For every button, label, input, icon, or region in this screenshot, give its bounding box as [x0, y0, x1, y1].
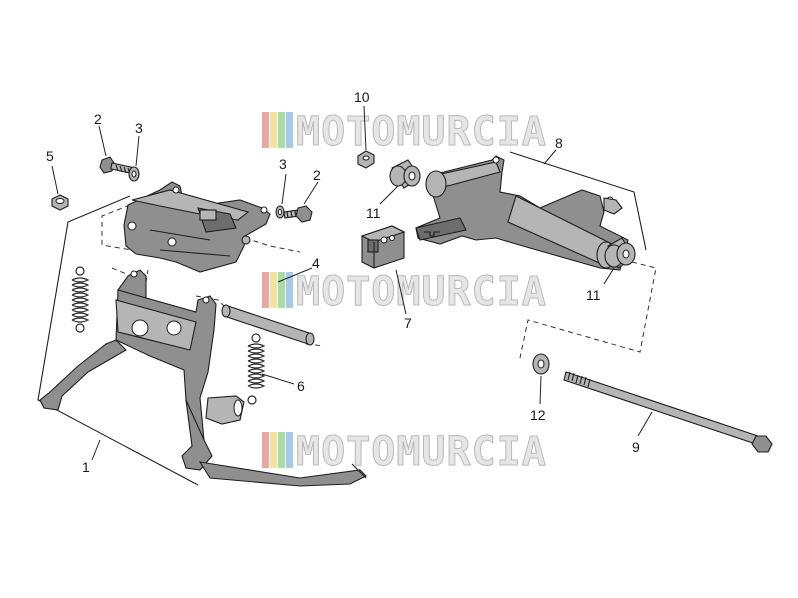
- nut-5: [51, 194, 69, 211]
- dashed-guide-bracket: [101, 204, 133, 251]
- bushing-11-lower: [604, 237, 636, 269]
- bolt-2-right: [283, 205, 313, 223]
- callout-2-left: 2: [94, 111, 102, 127]
- callout-6: 6: [297, 378, 305, 394]
- leader-2a: [98, 125, 107, 157]
- callout-11-lower: 11: [586, 287, 601, 303]
- leader-3b: [281, 173, 287, 205]
- washer-3-right: [275, 205, 285, 219]
- long-bolt-9: [563, 371, 773, 453]
- leader-2b: [303, 181, 319, 205]
- watermark-text: MOTOMURCIA: [296, 429, 547, 475]
- leader-10: [363, 105, 367, 151]
- callout-3-right: 3: [279, 156, 287, 172]
- leader-11a: [379, 185, 399, 205]
- bushing-11-upper: [389, 159, 421, 189]
- dashed-guide-bracket-right: [244, 237, 301, 253]
- callout-1: 1: [82, 459, 90, 475]
- watermark-middle: MOTOMURCIA: [262, 269, 547, 316]
- leader-3a: [135, 135, 140, 167]
- callout-2-right: 2: [313, 167, 321, 183]
- watermark-text: MOTOMURCIA: [296, 269, 547, 315]
- washer-3-left: [128, 166, 140, 182]
- watermark-text: MOTOMURCIA: [296, 109, 547, 155]
- leader-4: [277, 267, 313, 283]
- leader-1: [91, 439, 101, 461]
- watermark-bottom: MOTOMURCIA: [262, 429, 547, 476]
- callout-4: 4: [312, 255, 320, 271]
- callout-3-left: 3: [135, 120, 143, 136]
- dashed-guide-swingarm: [519, 261, 657, 359]
- rubber-block-7: [360, 225, 406, 269]
- leader-12: [539, 375, 542, 405]
- callout-7: 7: [404, 315, 412, 331]
- leader-11b: [603, 267, 615, 285]
- callout-11-upper: 11: [366, 205, 381, 221]
- leader-9: [637, 411, 653, 437]
- leader-8: [543, 149, 557, 165]
- spring-6: [247, 333, 266, 405]
- callout-5: 5: [46, 148, 54, 164]
- mount-bracket-4: [123, 181, 271, 273]
- nut-10: [357, 150, 375, 169]
- pivot-pin: [221, 304, 315, 346]
- washer-12: [532, 353, 550, 375]
- dashed-guide-pin: [195, 295, 231, 313]
- watermark-top: MOTOMURCIA: [262, 109, 547, 156]
- leader-6: [261, 373, 295, 385]
- spring-left: [71, 266, 90, 333]
- leader-7: [395, 269, 407, 315]
- leader-5: [51, 165, 59, 195]
- callout-12: 12: [530, 407, 546, 423]
- assembly-bracket-8: [509, 151, 647, 251]
- callout-10: 10: [354, 89, 370, 105]
- callout-9: 9: [632, 439, 640, 455]
- swingarm-8: [415, 155, 629, 271]
- center-stand-1: [39, 269, 367, 487]
- bolt-2-left: [99, 156, 133, 175]
- assembly-bracket-1: [37, 195, 199, 486]
- callout-8: 8: [555, 135, 563, 151]
